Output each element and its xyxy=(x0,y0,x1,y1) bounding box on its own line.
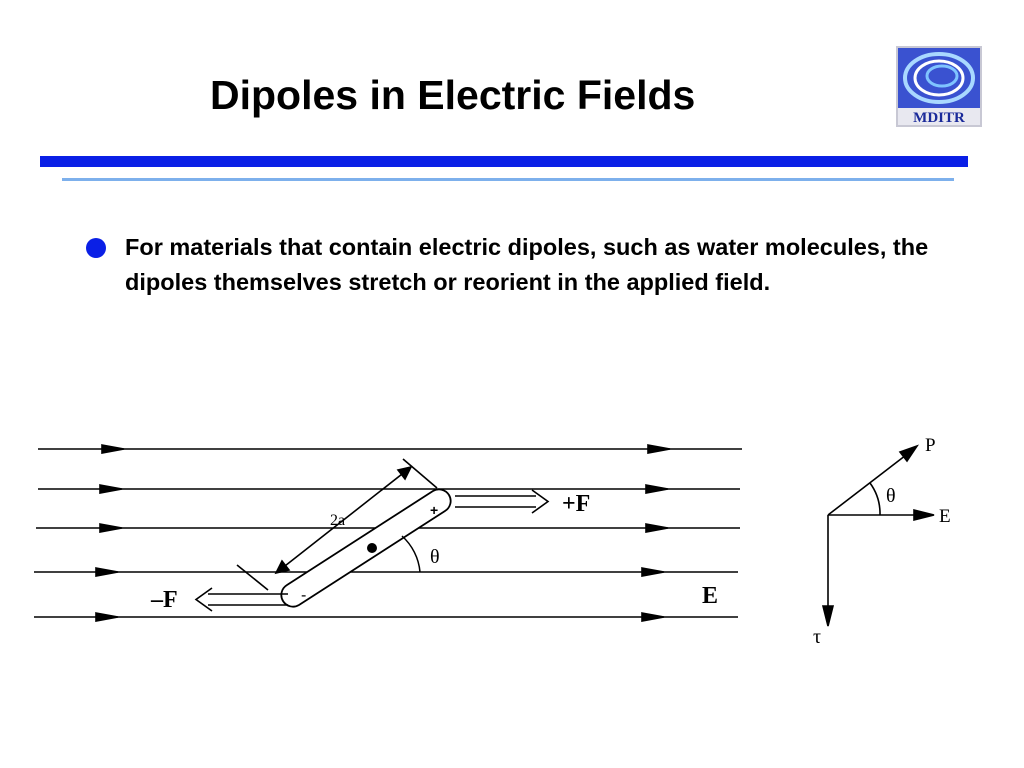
length-label: 2a xyxy=(330,512,345,529)
title-rule-thick xyxy=(40,156,968,167)
vector-diagram xyxy=(821,444,935,627)
field-label: E xyxy=(702,583,718,609)
dipole-center-dot xyxy=(367,543,377,553)
vector-angle-arc xyxy=(869,482,881,516)
bullet-dot xyxy=(86,238,106,258)
field-line xyxy=(38,444,742,454)
logo-wordmark: MDITR xyxy=(913,110,965,126)
field-line xyxy=(38,484,740,494)
minus-force-arrow xyxy=(194,587,288,612)
torque-head xyxy=(821,605,835,627)
torque-label: τ xyxy=(813,626,821,648)
dipole-body xyxy=(280,488,452,608)
field-line xyxy=(34,612,738,622)
slide-title: Dipoles in Electric Fields xyxy=(210,72,696,118)
field-lines xyxy=(34,444,742,622)
plus-force-label: +F xyxy=(562,491,590,517)
minus-charge-label: - xyxy=(301,587,306,604)
vector-p-label: P xyxy=(925,435,936,456)
length-dimension xyxy=(236,458,438,591)
title-rule-thin xyxy=(62,178,954,181)
vector-p-line xyxy=(827,451,911,516)
vector-e-head xyxy=(913,508,935,522)
vector-e-label: E xyxy=(939,506,951,527)
vector-p-head xyxy=(898,444,919,463)
plus-charge-label: + xyxy=(430,502,438,518)
angle-arc xyxy=(401,535,421,573)
mditr-logo: MDITR xyxy=(896,46,982,127)
field-line xyxy=(34,567,738,577)
angle-label: θ xyxy=(430,546,440,568)
plus-force-arrow xyxy=(455,489,550,514)
bullet-text: For materials that contain electric dipo… xyxy=(125,234,929,295)
minus-force-label: –F xyxy=(150,587,178,613)
vector-angle-label: θ xyxy=(886,485,896,507)
